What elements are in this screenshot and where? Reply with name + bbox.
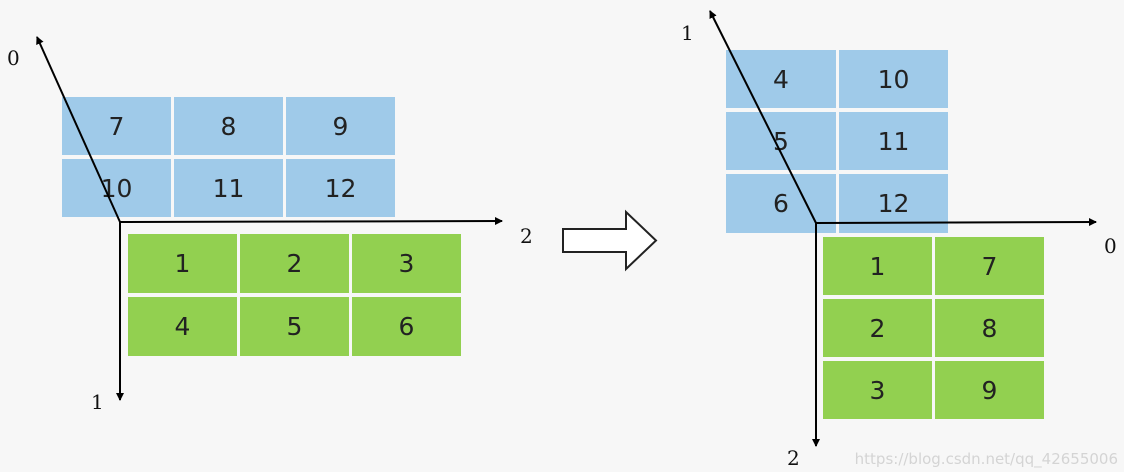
left-axis-diag (36, 36, 121, 223)
left-green-cell: 4 (128, 297, 237, 356)
left-green-cell: 6 (352, 297, 461, 356)
left-axis-right-label: 2 (520, 224, 533, 248)
left-axis-right (119, 217, 503, 226)
left-axis-down-label: 1 (91, 390, 104, 414)
right-green-cell: 8 (935, 299, 1044, 357)
right-axis-right-label: 0 (1104, 234, 1117, 258)
right-axis-down-label: 2 (787, 446, 800, 470)
left-green-cell: 5 (240, 297, 349, 356)
left-green-cell: 1 (128, 234, 237, 293)
right-green-cell: 9 (935, 361, 1044, 419)
left-green-cell: 3 (352, 234, 461, 293)
right-green-cell: 2 (823, 299, 932, 357)
left-blue-cell: 7 (62, 97, 171, 155)
right-blue-cell: 11 (839, 112, 948, 170)
left-blue-cell: 11 (174, 159, 283, 217)
transform-arrow-icon (562, 209, 658, 272)
left-blue-cell: 10 (62, 159, 171, 217)
left-green-cell: 2 (240, 234, 349, 293)
watermark: https://blog.csdn.net/qq_42655006 (854, 450, 1118, 468)
right-axis-right (815, 218, 1097, 227)
right-green-cell: 3 (823, 361, 932, 419)
right-blue-cell: 5 (726, 112, 836, 170)
left-axis-diag-label: 0 (7, 46, 20, 70)
right-green-cell: 1 (823, 237, 932, 295)
left-blue-cell: 12 (286, 159, 395, 217)
left-blue-cell: 9 (286, 97, 395, 155)
right-green-cell: 7 (935, 237, 1044, 295)
right-axis-diag-label: 1 (681, 21, 694, 45)
right-axis-diag (709, 10, 817, 224)
left-blue-cell: 8 (174, 97, 283, 155)
right-blue-cell: 10 (839, 50, 948, 108)
